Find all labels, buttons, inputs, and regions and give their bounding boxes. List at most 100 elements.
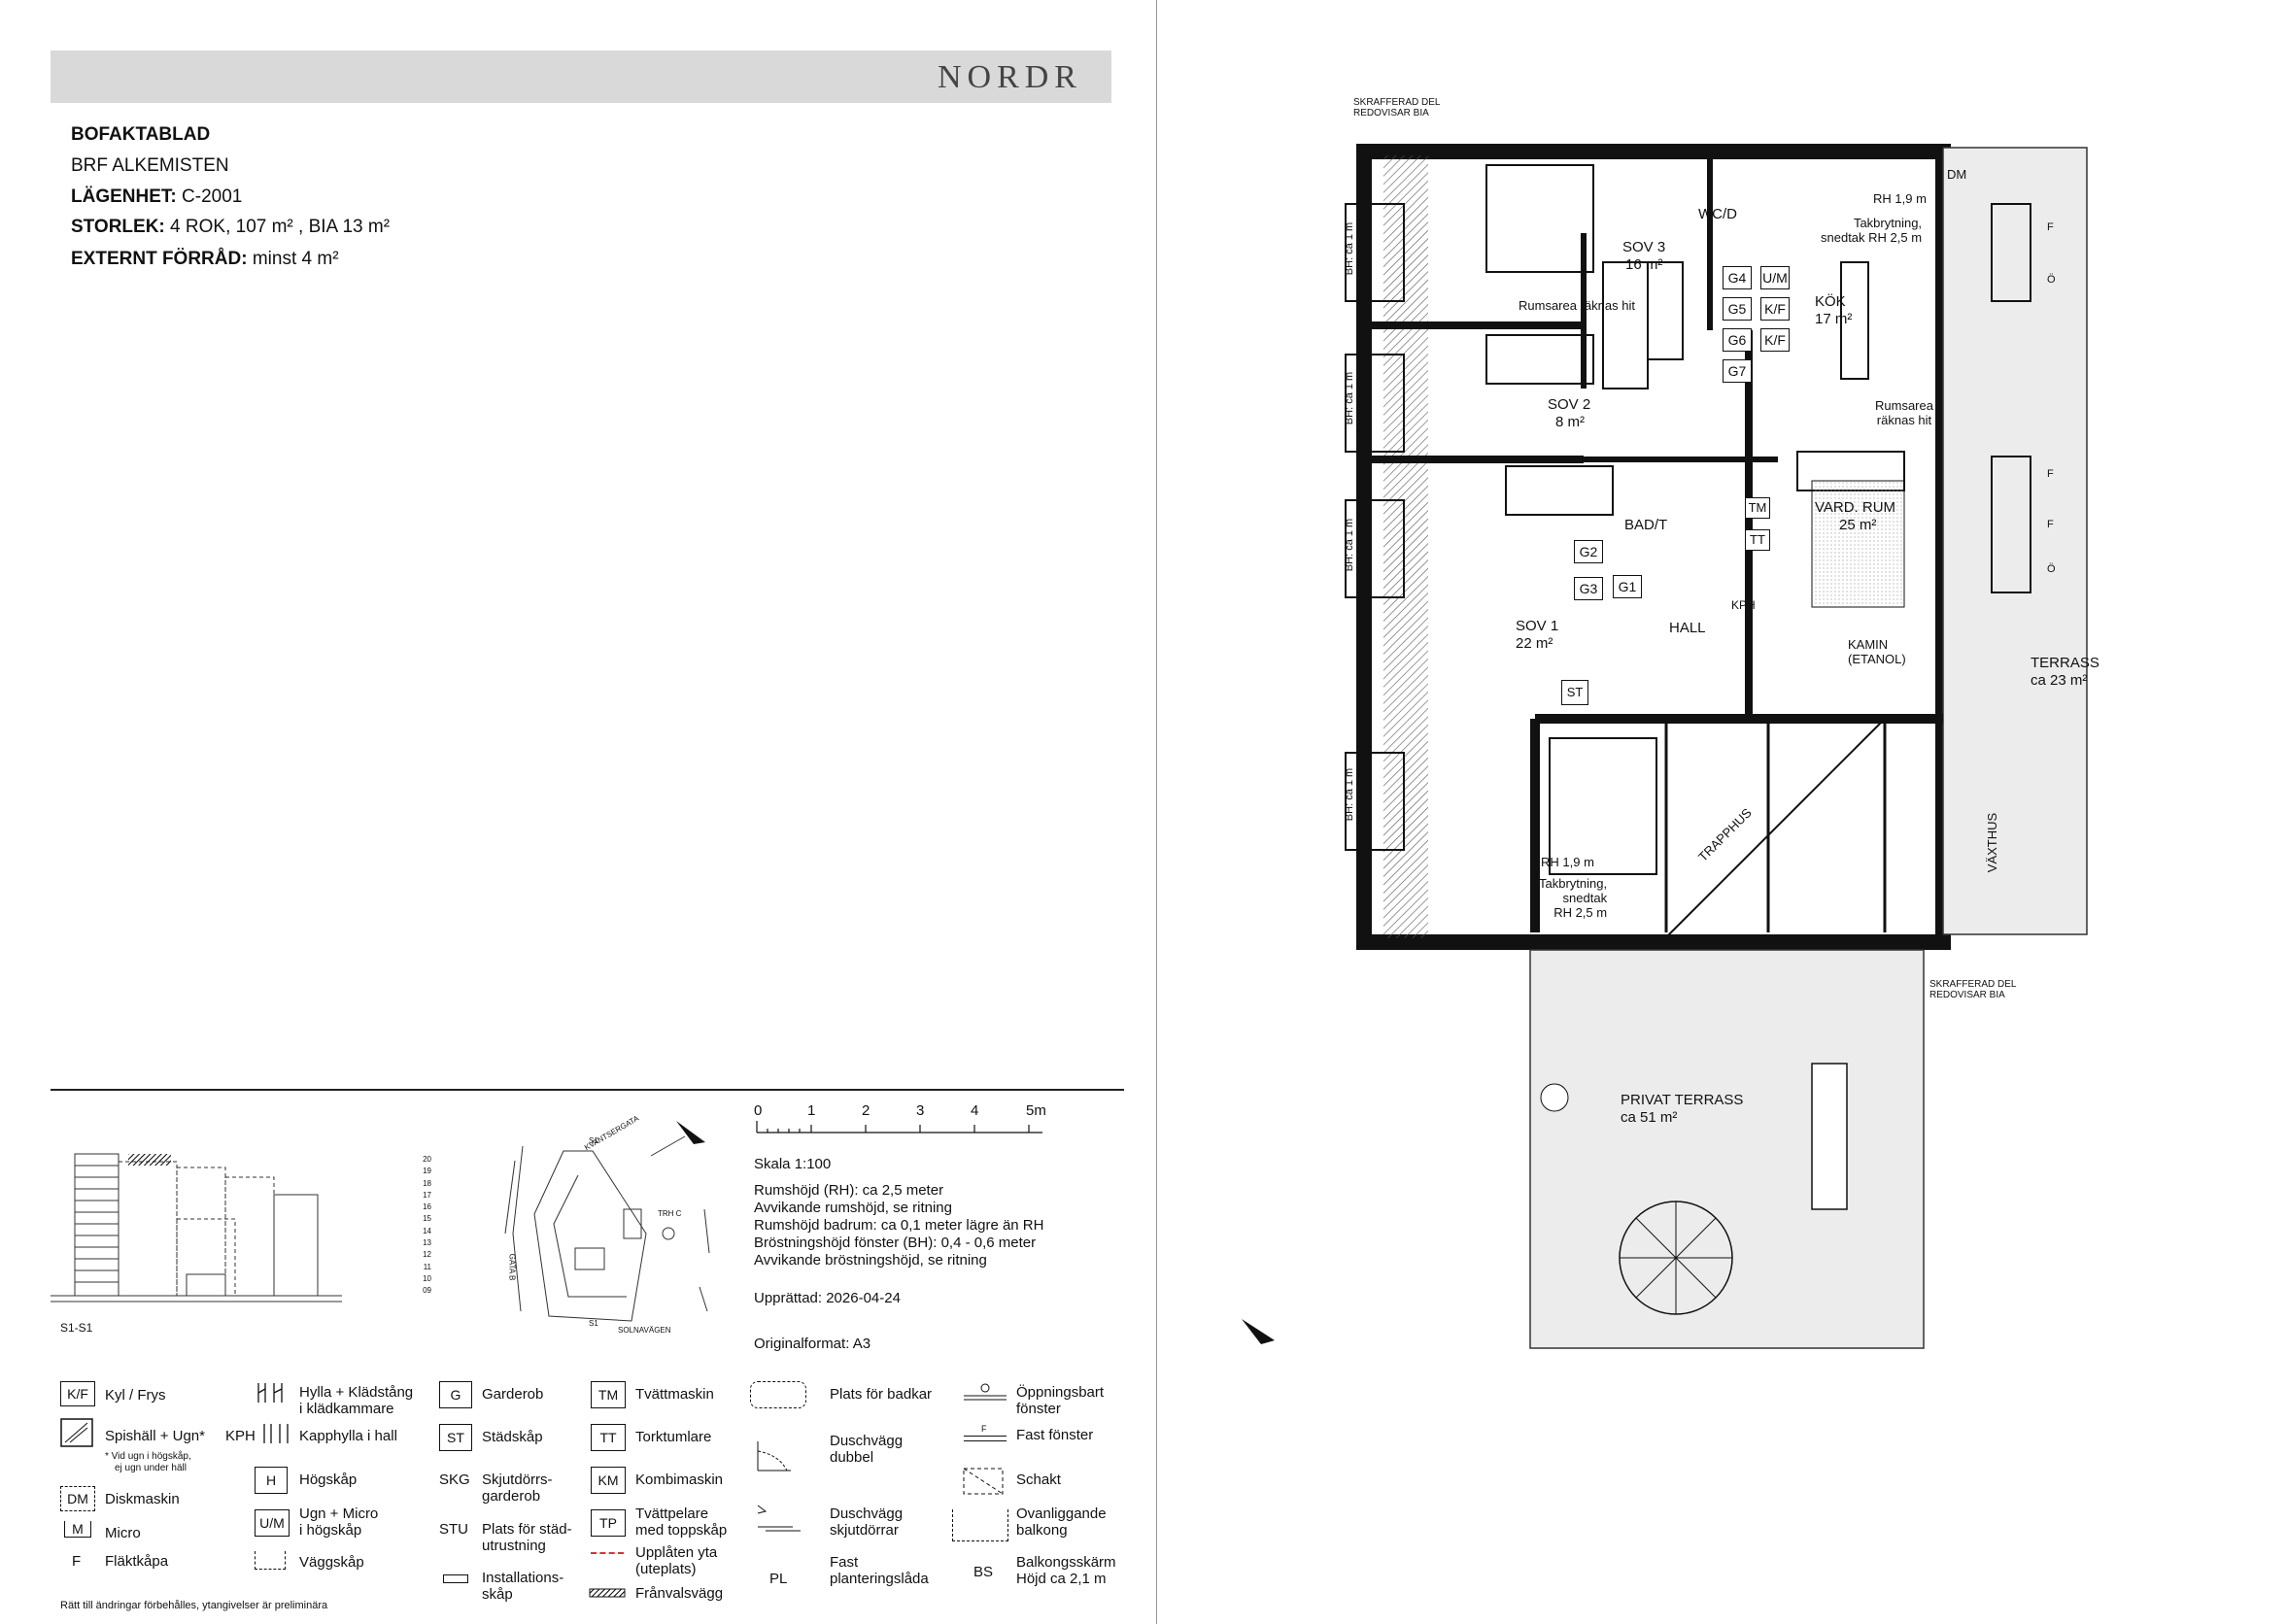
- legend-note-line: * Vid ugn i högskåp,: [105, 1451, 191, 1462]
- overhead-balcony-icon: [952, 1509, 1008, 1541]
- sill-height-note: BH: ca 1 m: [1344, 767, 1356, 822]
- legend-label: Torktumlare: [635, 1429, 712, 1445]
- legend-symbol: DM: [60, 1486, 95, 1511]
- fireplace-note-line: KAMIN: [1848, 637, 1889, 652]
- note-line: Rumshöjd (RH): ca 2,5 meter: [754, 1182, 944, 1199]
- cleaning-cabinet-box: ST: [1561, 680, 1588, 705]
- closet-g7: G7: [1723, 359, 1752, 383]
- sill-height-note: BH: ca 1 m: [1344, 221, 1356, 276]
- north-arrow-icon: [1242, 1319, 1275, 1344]
- legend-symbol: F: [72, 1553, 82, 1570]
- section-marker: S1: [589, 1136, 598, 1145]
- oven-micro-box: U/M: [1760, 266, 1790, 289]
- room-kok: KÖK: [1815, 293, 1846, 310]
- legend-label: Balkongsskärm Höjd ca 2,1 m: [1016, 1554, 1116, 1587]
- legend-label-line: Duschvägg: [830, 1433, 904, 1449]
- wall-cabinet-icon: [255, 1551, 286, 1570]
- bathtub-icon: [750, 1381, 806, 1408]
- legend-label: Skjutdörrs- garderob: [482, 1472, 553, 1505]
- legend-symbol: F: [981, 1424, 987, 1434]
- hatched-note: SKRAFFERAD DEL REDOVISAR BIA: [1353, 97, 1440, 118]
- legend-label: Ovanliggande balkong: [1016, 1506, 1107, 1539]
- room-area: 25 m²: [1839, 517, 1877, 533]
- hatched-note-line: REDOVISAR BIA: [1929, 990, 2005, 1000]
- window-openable-label: Ö: [2047, 563, 2056, 575]
- room-hall: HALL: [1669, 620, 1706, 636]
- legend-label: Duschvägg skjutdörrar: [830, 1506, 903, 1539]
- legend-label-line: Duschvägg: [830, 1506, 904, 1522]
- created-date: Upprättad: 2026-04-24: [754, 1290, 901, 1306]
- height-notes: Rumshöjd (RH): ca 2,5 meter Avvikande ru…: [754, 1182, 1043, 1269]
- legend-note: * Vid ugn i högskåp, ej ugn under häll: [105, 1451, 191, 1474]
- street-label: SOLNAVÄGEN: [618, 1326, 671, 1335]
- storage-row: EXTERNT FÖRRÅD: minst 4 m²: [71, 249, 339, 270]
- area-note: Rumsarea räknas hit: [1875, 398, 1933, 427]
- legend-label-line: Fast: [830, 1554, 859, 1571]
- scale-bar: [756, 1121, 1042, 1133]
- legend-label-line: i högskåp: [299, 1522, 362, 1539]
- dryer-box: TT: [1745, 529, 1770, 551]
- legend-label-line: Ovanliggande: [1016, 1506, 1107, 1522]
- legend-label: Tvättmaskin: [635, 1386, 714, 1403]
- sill-height-note: BH: ca 1 m: [1344, 518, 1356, 572]
- storage-label: EXTERNT FÖRRÅD:: [71, 249, 248, 269]
- room-sov1: SOV 1: [1516, 618, 1559, 634]
- floor-label: 09: [423, 1286, 431, 1296]
- room-wcd: WC/D: [1698, 206, 1737, 222]
- apartment-row: LÄGENHET: C-2001: [71, 186, 242, 208]
- floor-label: 20: [423, 1155, 431, 1164]
- legend-symbol: KM: [591, 1467, 626, 1494]
- legend-symbol: M: [64, 1521, 91, 1538]
- legend-label-line: Balkongsskärm: [1016, 1554, 1116, 1571]
- shower-double-icon: [757, 1441, 791, 1472]
- legend-symbol: TM: [591, 1381, 626, 1408]
- legend-label: Städskåp: [482, 1429, 543, 1445]
- floor-label: 11: [423, 1262, 431, 1271]
- north-arrow-icon: [676, 1121, 705, 1144]
- section-elevation: [51, 1153, 342, 1303]
- height-note-line: Takbrytning,: [1539, 876, 1608, 891]
- fridge-box: K/F: [1760, 328, 1790, 352]
- page-divider: [1156, 0, 1157, 1624]
- floor-label: 13: [423, 1238, 431, 1248]
- legend-label: Högskåp: [299, 1472, 358, 1488]
- legend-label-line: garderob: [482, 1488, 541, 1505]
- legend-label: Garderob: [482, 1386, 544, 1403]
- legend-label-line: med toppskåp: [635, 1522, 728, 1539]
- leased-area-line-icon: [591, 1552, 624, 1554]
- room-area: 16 m²: [1625, 256, 1663, 273]
- dishwasher-label: DM: [1947, 167, 1967, 182]
- legend-label: Öppningsbart fönster: [1016, 1384, 1104, 1417]
- scale-tick: 3: [916, 1102, 925, 1119]
- shaft-icon: [963, 1468, 1004, 1495]
- opt-out-wall-icon: [589, 1588, 626, 1598]
- legend-label-line: Höjd ca 2,1 m: [1016, 1571, 1107, 1587]
- room-area: ca 51 m²: [1621, 1109, 1678, 1126]
- section-marker: S1: [589, 1319, 598, 1328]
- legend-symbol: STU: [439, 1521, 468, 1538]
- closet-g6: G6: [1723, 328, 1752, 352]
- legend-symbol: U/M: [255, 1509, 290, 1537]
- legend-label-line: Tvättpelare: [635, 1506, 709, 1522]
- room-area: 22 m²: [1516, 635, 1553, 652]
- window-openable-label: Ö: [2047, 274, 2056, 286]
- legend-label-line: planteringslåda: [830, 1571, 929, 1587]
- room-area: ca 23 m²: [2031, 672, 2088, 689]
- fireplace-note: KAMIN (ETANOL): [1848, 637, 1906, 666]
- area-note-line: Rumsarea: [1875, 398, 1933, 413]
- hatched-note-line: SKRAFFERAD DEL: [1929, 979, 2017, 990]
- size-value: 4 ROK, 107 m² , BIA 13 m²: [170, 217, 391, 237]
- height-note: Takbrytning, snedtak RH 2,5 m: [1539, 876, 1607, 920]
- height-note-line: RH 2,5 m: [1553, 905, 1608, 920]
- legend-label: Duschvägg dubbel: [830, 1433, 903, 1466]
- legend-label-line: utrustning: [482, 1538, 546, 1554]
- room-privat-terrass: PRIVAT TERRASS: [1621, 1092, 1744, 1108]
- fireplace-note-line: (ETANOL): [1848, 652, 1906, 666]
- legend-symbol: G: [439, 1381, 472, 1408]
- legend-label: Kombimaskin: [635, 1472, 724, 1488]
- floor-label: 15: [423, 1214, 431, 1224]
- legend-label-line: Hylla + Klädstång: [299, 1384, 414, 1401]
- scale-text: Skala 1:100: [754, 1156, 832, 1172]
- legend-label: Fläktkåpa: [105, 1553, 169, 1570]
- height-note-line: Takbrytning,: [1853, 216, 1923, 230]
